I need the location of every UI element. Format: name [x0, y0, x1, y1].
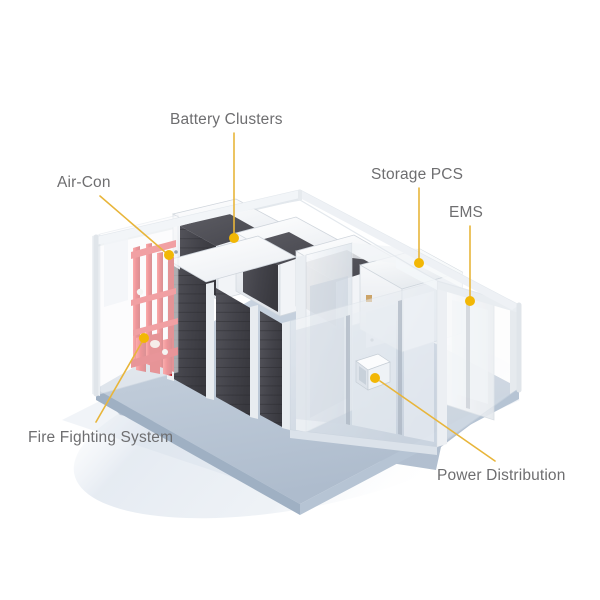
- leader-line: [379, 380, 496, 462]
- callout-marker-dot[interactable]: [414, 258, 424, 268]
- battery-rack-2: [216, 288, 258, 419]
- air-con-wall-panel: [99, 214, 179, 395]
- leader-line: [95, 341, 143, 423]
- callout-label-air-con: Air-Con: [57, 174, 111, 191]
- callout-leader-storage-pcs: [414, 187, 424, 268]
- callout-leader-layer: [95, 132, 496, 462]
- callout-leader-power-distribution: [370, 373, 496, 462]
- callout-label-storage-pcs: Storage PCS: [371, 166, 464, 183]
- container-top-frame: [93, 189, 522, 397]
- callout-leader-battery-clusters: [229, 132, 239, 243]
- callout-marker-dot[interactable]: [229, 233, 239, 243]
- callout-label-fire-fighting-system: Fire Fighting System: [28, 429, 174, 446]
- power-distribution-box: [355, 353, 391, 391]
- callout-marker-dot[interactable]: [465, 296, 475, 306]
- callout-marker-dot[interactable]: [164, 250, 174, 260]
- leader-line: [99, 195, 166, 253]
- callout-leader-ems: [465, 225, 475, 306]
- callout-leader-fire-fighting-system: [95, 333, 149, 423]
- callout-marker-dot[interactable]: [139, 333, 149, 343]
- battery-rack-3: [260, 311, 290, 430]
- callout-leader-air-con: [99, 195, 174, 260]
- callout-label-power-distribution: Power Distribution: [437, 467, 566, 484]
- callout-marker-dot[interactable]: [370, 373, 380, 383]
- callout-label-battery-clusters: Battery Clusters: [170, 111, 283, 128]
- callout-label-ems: EMS: [449, 204, 484, 221]
- rear-wall-highlight: [396, 259, 437, 290]
